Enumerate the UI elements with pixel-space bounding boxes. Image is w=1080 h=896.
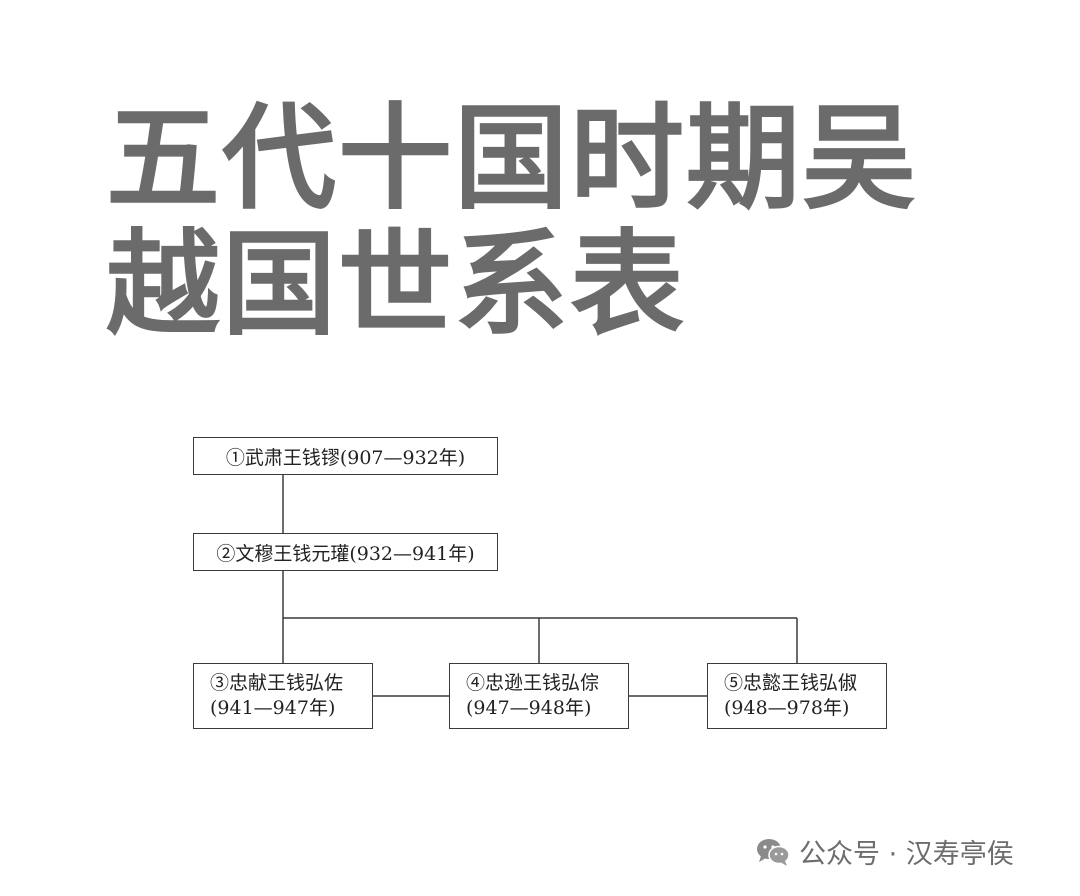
watermark: 公众号 · 汉寿亭侯: [755, 832, 1014, 871]
ruler-box-4: ④忠逊王钱弘倧 (947—948年): [449, 663, 629, 729]
title-line-1: 五代十国时期吴: [106, 92, 919, 225]
ruler-3-years: (941—947年): [210, 697, 336, 719]
ruler-box-2: ②文穆王钱元瓘(932—941年): [193, 533, 498, 571]
watermark-text: 公众号 · 汉寿亭侯: [799, 839, 1014, 870]
page-title: 五代十国时期吴 越国世系表: [106, 96, 1006, 348]
ruler-5-name: ⑤忠懿王钱弘俶: [724, 672, 858, 694]
wechat-icon: [757, 838, 790, 866]
ruler-2-label: ②文穆王钱元瓘(932—941年): [216, 542, 475, 565]
title-line-2: 越国世系表: [106, 218, 687, 351]
ruler-4-name: ④忠逊王钱弘倧: [466, 672, 600, 694]
ruler-box-3: ③忠献王钱弘佐 (941—947年): [193, 663, 373, 729]
ruler-4-years: (947—948年): [466, 697, 592, 719]
ruler-box-5: ⑤忠懿王钱弘俶 (948—978年): [707, 663, 887, 729]
ruler-1-label: ①武肃王钱镠(907—932年): [225, 446, 466, 469]
ruler-3-name: ③忠献王钱弘佐: [210, 672, 344, 694]
ruler-box-1: ①武肃王钱镠(907—932年): [193, 437, 498, 475]
ruler-5-years: (948—978年): [724, 697, 850, 719]
